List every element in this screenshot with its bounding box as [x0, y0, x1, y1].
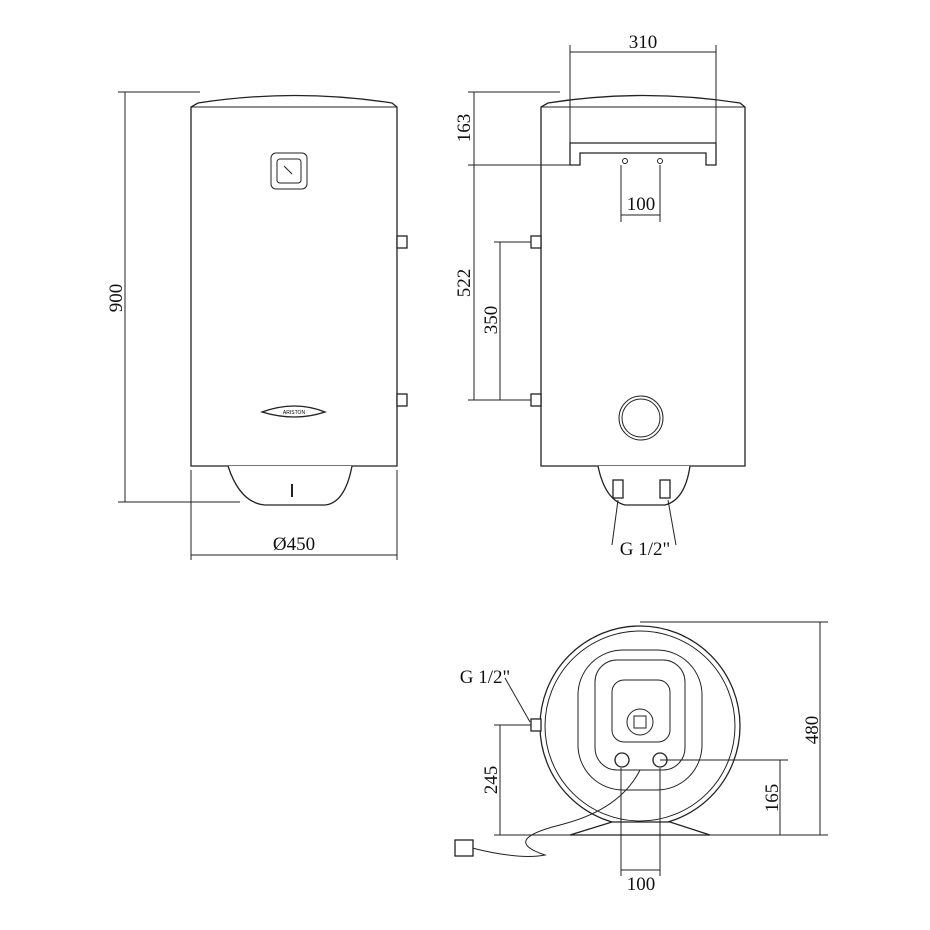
- side-view: 310 163 522 350 100 G 1/2": [454, 32, 746, 560]
- dim-522-label: 522: [454, 269, 475, 298]
- control-knob-icon: [270, 152, 308, 190]
- dim-163-label: 163: [454, 114, 475, 143]
- dim-100-label: 100: [627, 194, 656, 215]
- power-plug-icon: [454, 839, 474, 857]
- side-thread-label: G 1/2": [460, 667, 511, 688]
- dim-245-label: 245: [481, 766, 502, 795]
- dim-480-label: 480: [802, 716, 823, 745]
- dim-350-label: 350: [481, 306, 502, 335]
- dim-165-label: 165: [762, 784, 783, 813]
- bracket-width-label: 310: [629, 32, 658, 53]
- dim-100-bottom-label: 100: [627, 874, 656, 895]
- connector-icon: [396, 393, 408, 407]
- diameter-label: Ø450: [273, 534, 315, 555]
- connector-icon: [396, 235, 408, 249]
- ariston-logo: [259, 405, 327, 418]
- height-900-label: 900: [106, 284, 127, 313]
- flange-cover: [618, 395, 664, 441]
- svg-text:ARISTON: ARISTON: [283, 410, 306, 416]
- mounting-bracket: [569, 142, 717, 166]
- bottom-view: G 1/2" 480 245 165 100: [454, 621, 828, 895]
- stand: [569, 821, 711, 836]
- thermostat-knob-icon: [626, 708, 654, 736]
- thread-label: G 1/2": [620, 539, 671, 560]
- front-view: ARISTON 900 Ø450: [106, 91, 408, 560]
